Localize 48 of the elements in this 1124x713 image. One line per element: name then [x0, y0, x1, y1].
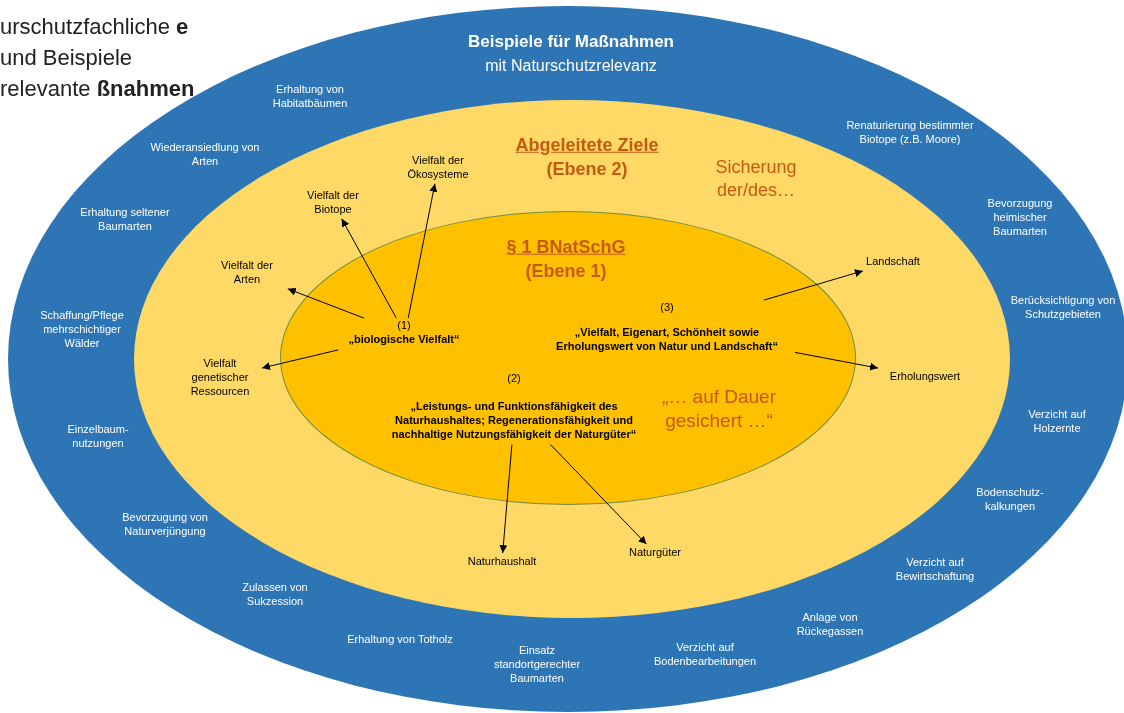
ring-heading: § 1 BNatSchG	[505, 235, 627, 259]
measure-label: Erhaltung von Totholz	[346, 633, 454, 647]
ring-heading: Abgeleitete Ziele	[514, 133, 660, 157]
arrow	[794, 351, 879, 371]
goal-label: Landschaft	[848, 255, 938, 269]
arrow	[499, 444, 513, 554]
measure-label: Renaturierung bestimmter Biotope (z.B. Moore)	[845, 119, 975, 147]
title: urschutzfachliche e und Beispiele relevante ßnahmen	[0, 13, 196, 103]
goal-number: (3)	[659, 301, 675, 315]
measure-label: Zulassen von Sukzession	[241, 581, 309, 609]
ring-subheading: mit Naturschutzrelevanz	[484, 56, 658, 76]
measure-label: Einsatz standortgerechter Baumarten	[492, 644, 582, 686]
goal-label: Vielfalt genetischer Ressourcen	[180, 357, 260, 399]
ring-subheading: (Ebene 2)	[545, 157, 629, 181]
goal-number: (2)	[506, 372, 522, 386]
ring-subheading: (Ebene 1)	[524, 259, 608, 283]
arrow	[287, 287, 365, 319]
goal-text: „Vielfalt, Eigenart, Schönheit sowie Erholungswert von Natur und Landschaft“	[555, 326, 779, 354]
goal-text: „Leistungs- und Funktionsfähigkeit des Naturhaushaltes; Regenerationsfähigkeit und nachhaltige Nutzungsfähigkeit der Naturgüter“	[390, 400, 638, 442]
measure-label: Einzelbaum- nutzungen	[66, 423, 130, 451]
goal-label: Erholungswert	[875, 370, 975, 384]
measure-label: Wiederansiedlung von Arten	[150, 141, 260, 169]
measure-label: Berücksichtigung von Schutzgebieten	[1009, 294, 1117, 322]
ring-note: Sicherung der/des…	[714, 155, 798, 201]
ring-heading: Beispiele für Maßnahmen	[467, 31, 675, 53]
arrow	[407, 183, 438, 319]
arrow	[261, 349, 339, 371]
goal-number: (1)	[396, 319, 412, 333]
measure-label: Erhaltung seltener Baumarten	[79, 206, 171, 234]
goal-label: Vielfalt der Ökosysteme	[393, 154, 483, 182]
measure-label: Verzicht auf Holzernte	[1027, 408, 1087, 436]
arrow	[341, 218, 397, 319]
measure-label: Verzicht auf Bewirtschaftung	[894, 556, 976, 584]
goal-text: „biologische Vielfalt“	[347, 333, 461, 347]
goal-label: Naturgüter	[605, 546, 705, 560]
measure-label: Verzicht auf Bodenbearbeitungen	[652, 641, 758, 669]
goal-label: Vielfalt der Arten	[207, 259, 287, 287]
arrow	[763, 269, 864, 301]
arrow	[550, 444, 647, 545]
goal-label: Vielfalt der Biotope	[293, 189, 373, 217]
measure-label: Bevorzugung von Naturverjüngung	[121, 511, 209, 539]
measure-label: Bodenschutz- kalkungen	[975, 486, 1045, 514]
ring-note: „… auf Dauer gesichert …“	[660, 385, 777, 433]
measure-label: Erhaltung von Habitatbäumen	[271, 83, 349, 111]
measure-label: Schaffung/Pflege mehrschichtiger Wälder	[39, 309, 125, 351]
measure-label: Bevorzugung heimischer Baumarten	[986, 197, 1054, 239]
measure-label: Anlage von Rückegassen	[795, 611, 865, 639]
goal-label: Naturhaushalt	[452, 555, 552, 569]
